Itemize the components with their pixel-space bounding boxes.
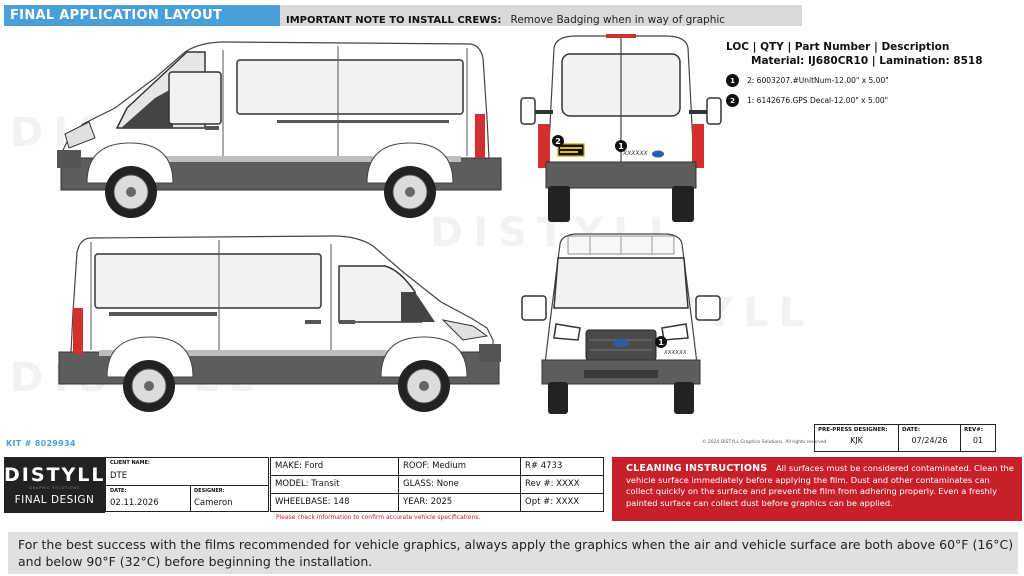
parts-legend: LOC | QTY | Part Number | Description Ma… [726,41,1016,107]
copyright: © 2024 DISTYLL Graphics Solutions. All r… [702,440,828,445]
distyll-logo: DISTYLL GRAPHIC SOLUTIONS FINAL DESIGN [4,457,105,513]
client-name-label: CLIENT NAME: [110,460,150,466]
callout-badge-label: 1 [618,142,624,151]
prepress-designer-value: KJK [850,436,863,445]
temperature-advisory: For the best success with the films reco… [8,532,1018,574]
legend-material: Material: IJ680CR10 | Lamination: 8518 [751,55,983,67]
spec-make: MAKE: Ford [271,458,399,476]
spec-roof: ROOF: Medium [399,458,521,476]
spec-rev: Rev #: XXXX [521,476,603,494]
client-date-label: DATE: [110,488,127,494]
client-designer-label: DESIGNER: [194,488,225,494]
spec-opt: Opt #: XXXX [525,497,580,507]
rear-unit-number-decal: XXXXXX [622,150,649,157]
prepress-rev-label: REV#: [964,427,984,433]
install-note: IMPORTANT NOTE TO INSTALL CREWS: Remove … [280,5,802,26]
spec-glass: GLASS: None [399,476,521,494]
legend-item-text: 2: 6003207.#UnitNum-12.00" x 5.00" [747,76,889,85]
client-info: CLIENT NAME: DTE DATE: 02.11.2026 DESIGN… [105,457,269,512]
legend-item: 2 1: 6142676.GPS Decal-12.00" x 5.00" [726,94,1016,107]
spec-warning: Please check information to confirm accu… [276,514,481,521]
callout-badge [615,140,627,152]
front-unit-number-decal: XXXXXX [663,350,687,356]
legend-item-text: 1: 6142676.GPS Decal-12.00" x 5.00" [747,96,889,105]
van-driver-side-view [57,41,502,218]
kit-number: KIT # 8029934 [6,439,76,448]
legend-loc-badge: 2 [726,94,739,107]
client-date-value: 02.11.2026 [110,498,159,508]
prepress-date-label: DATE: [902,427,921,433]
callout-badge-label: 2 [555,137,561,146]
vehicle-spec-table: MAKE: Ford ROOF: Medium R# 4733 MODEL: T… [270,457,604,512]
page-title: FINAL APPLICATION LAYOUT [4,5,280,26]
spec-model: MODEL: Transit [271,476,399,494]
install-note-text: Remove Badging when in way of graphic [510,14,726,26]
callout-badge [552,135,564,147]
logo-tagline: GRAPHIC SOLUTIONS [29,486,80,490]
spec-year: YEAR: 2025 [399,494,521,511]
install-note-label: IMPORTANT NOTE TO INSTALL CREWS: [286,15,502,26]
spec-wheelbase: WHEELBASE: 148 [271,494,399,511]
callout-badge [655,336,667,348]
final-design-label: FINAL DESIGN [14,494,95,506]
prepress-designer-label: PRE-PRESS DESIGNER: [818,427,888,433]
spec-r-number: R# 4733 [521,458,603,476]
prepress-date-value: 07/24/26 [911,436,948,445]
van-rear-view: XXXXXX 2 1 [520,34,722,222]
cleaning-instructions: CLEANING INSTRUCTIONS All surfaces must … [612,457,1022,521]
van-front-view: XXXXXX 1 [521,233,721,414]
prepress-rev-value: 01 [972,436,984,445]
client-designer-value: Cameron [194,498,233,508]
client-name-value: DTE [110,471,128,481]
van-passenger-side-view [58,235,501,412]
cleaning-text: All surfaces must be considered contamin… [626,463,1014,508]
prepress-table: PRE-PRESS DESIGNER: KJK DATE: 07/24/26 R… [814,424,996,452]
cleaning-title: CLEANING INSTRUCTIONS [626,463,768,474]
legend-item: 1 2: 6003207.#UnitNum-12.00" x 5.00" [726,74,1016,87]
callout-badge-label: 1 [658,338,664,347]
logo-wordmark: DISTYLL [4,464,106,486]
legend-loc-badge: 1 [726,74,739,87]
legend-heading: LOC | QTY | Part Number | Description [726,41,950,53]
